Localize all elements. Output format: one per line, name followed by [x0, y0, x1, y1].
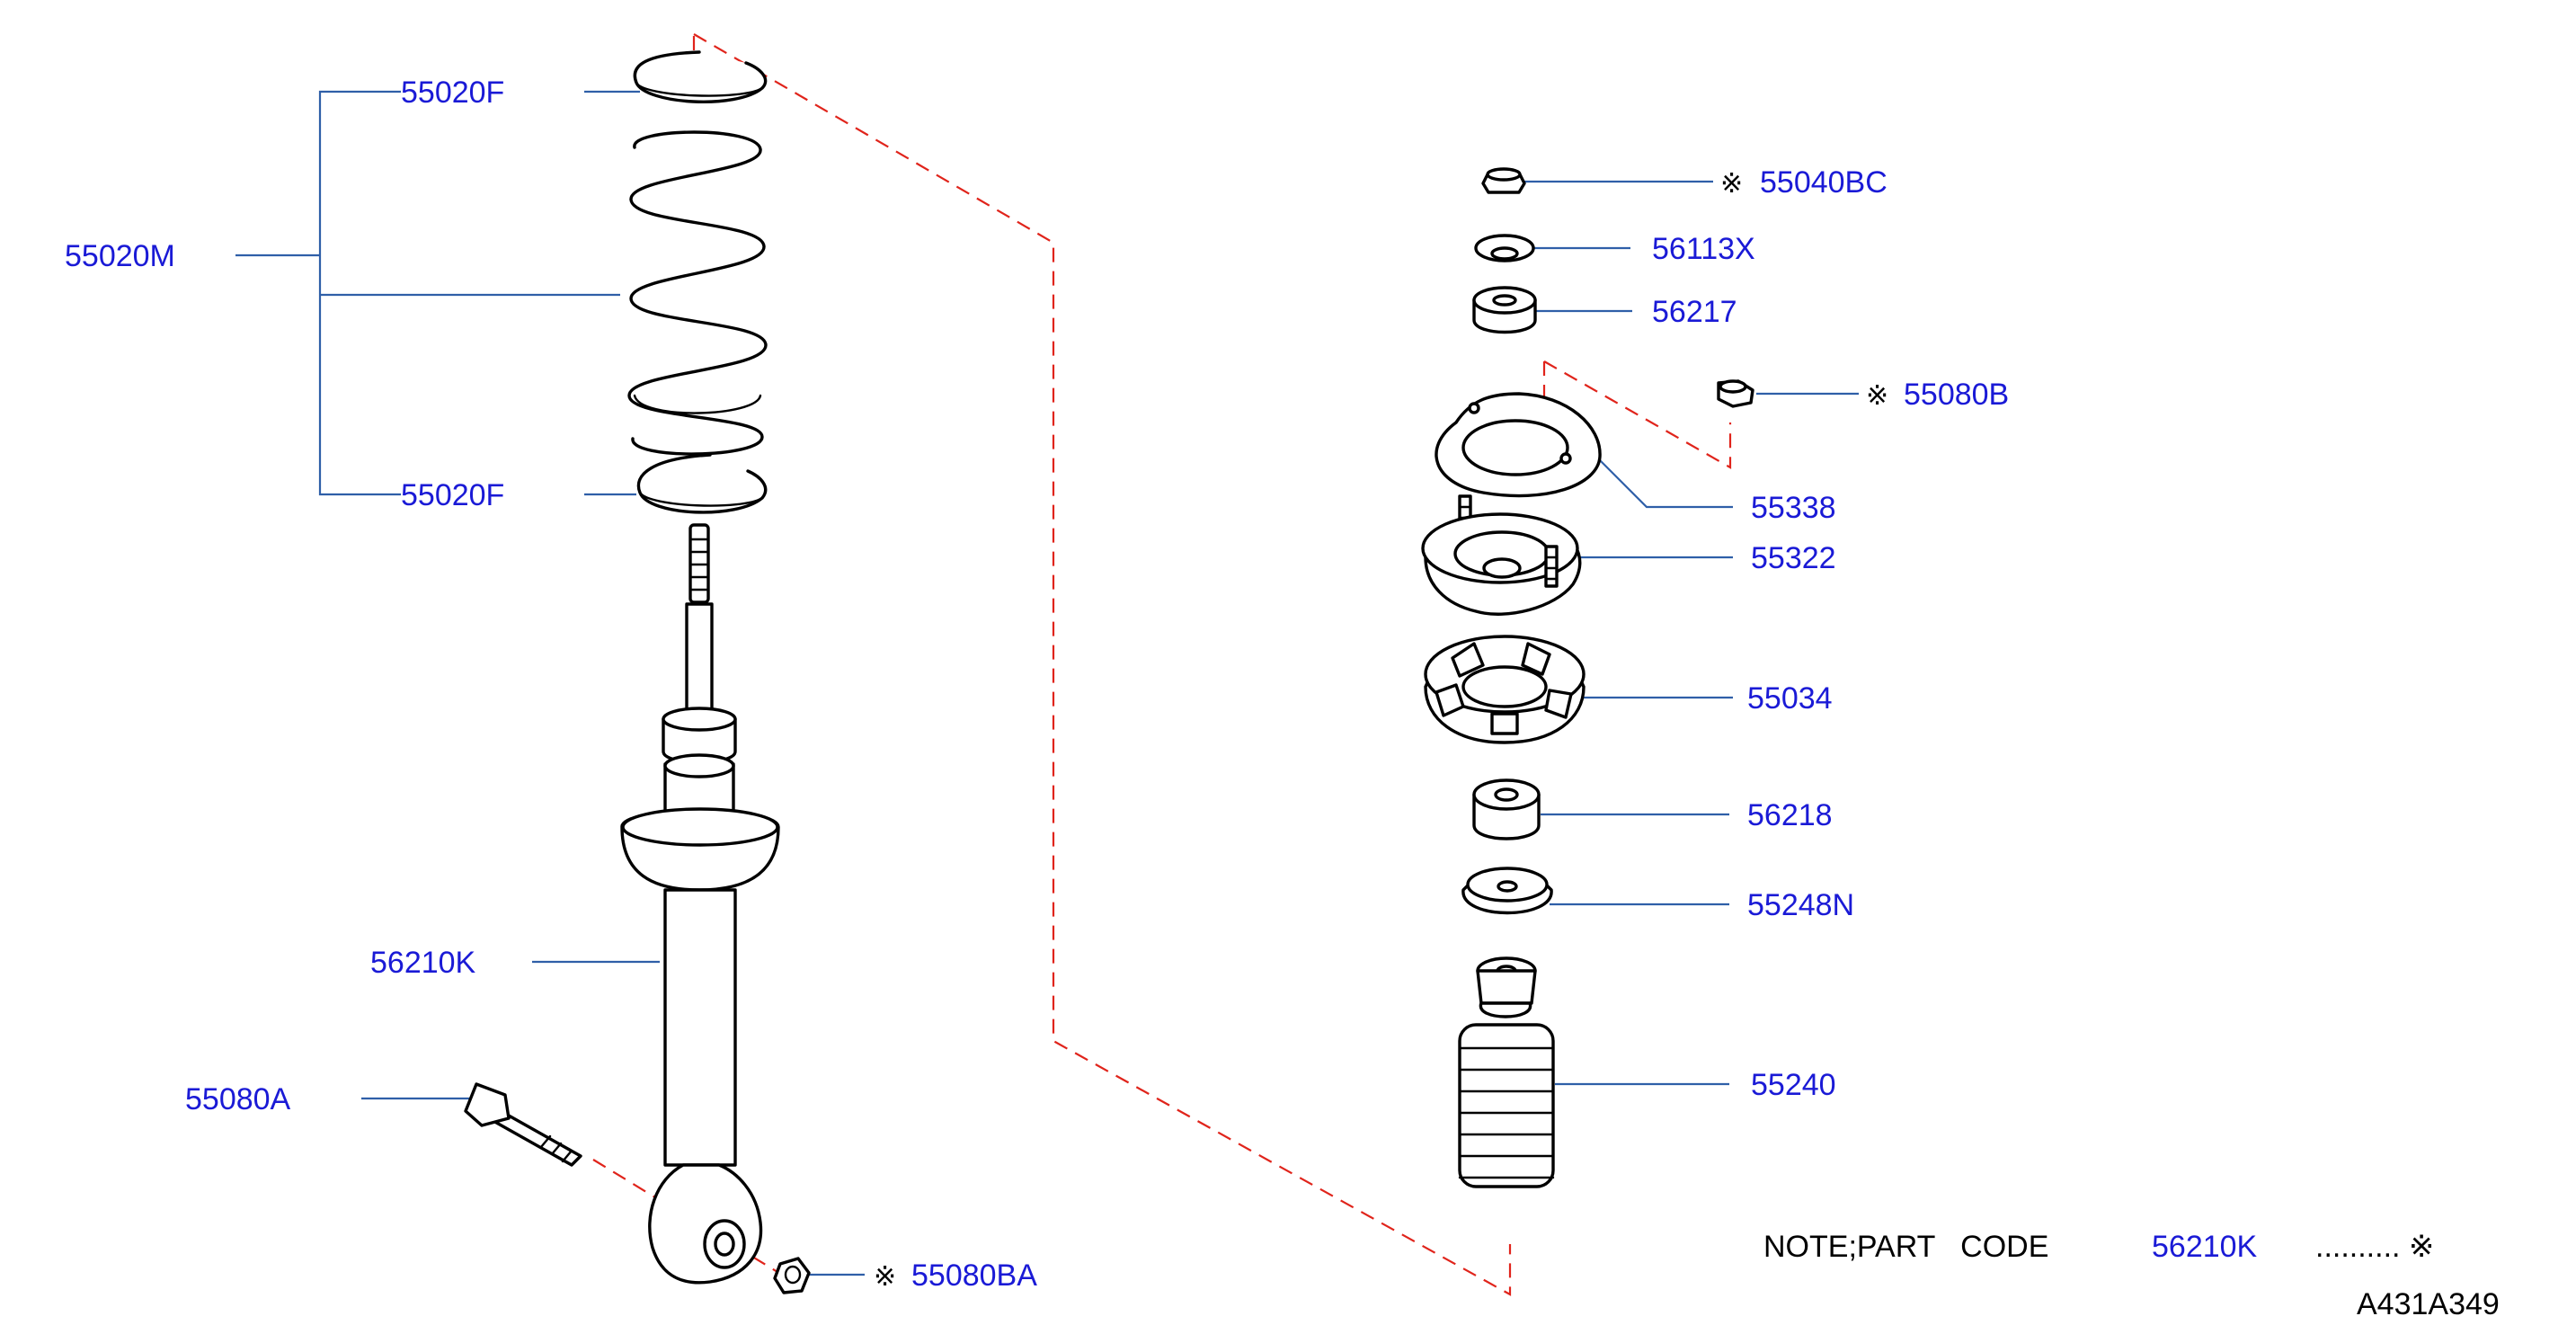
spring-seat-lower	[636, 453, 768, 514]
callout-55248N-washer[interactable]: 55248N	[1747, 888, 1854, 922]
lower-washer	[1461, 867, 1553, 915]
spring-seat-upper	[633, 50, 768, 103]
asterisk-55080B: ※	[1866, 380, 1888, 412]
callout-55338-gasket[interactable]: 55338	[1751, 491, 1836, 525]
shock-absorber	[620, 523, 780, 1285]
callout-55240-bumper[interactable]: 55240	[1751, 1068, 1836, 1102]
callout-55020F-lower-seat[interactable]: 55020F	[401, 478, 504, 512]
bound-bumper	[1458, 956, 1555, 1188]
mount-gasket	[1435, 392, 1602, 498]
callout-55080BA-nut[interactable]: 55080BA	[911, 1258, 1037, 1293]
callout-55322-mount[interactable]: 55322	[1751, 541, 1836, 575]
note-suffix: .......... ※	[2315, 1230, 2434, 1264]
leader-lines	[235, 90, 1859, 1276]
callout-55040BC-nut[interactable]: 55040BC	[1760, 165, 1888, 200]
callout-55080B-nut[interactable]: 55080B	[1904, 378, 2009, 412]
note-part-code[interactable]: 56210K	[2152, 1230, 2258, 1264]
coil-spring	[627, 130, 768, 456]
diagram-id: A431A349	[2357, 1287, 2500, 1321]
upper-nut	[1481, 167, 1526, 194]
callout-56113X-washer[interactable]: 56113X	[1652, 232, 1755, 266]
upper-bushing	[1472, 286, 1537, 334]
lower-bolt-guide	[592, 1159, 783, 1276]
strut-mount	[1421, 494, 1582, 616]
part-callouts: 55020F 55020M 55020F 56210K 55080A ※ 550…	[65, 76, 2009, 1293]
side-mount-nut	[1717, 379, 1754, 408]
lower-bushing	[1472, 778, 1541, 840]
spring-to-strut-guide	[693, 33, 1512, 1296]
jounce-bumper-seat	[1424, 635, 1586, 744]
callout-55080A-bolt[interactable]: 55080A	[185, 1082, 291, 1116]
callout-55034-seat[interactable]: 55034	[1747, 681, 1833, 716]
part-code-note: NOTE;PART CODE 56210K .......... ※	[1763, 1230, 2434, 1264]
mount-bolt-guide	[1543, 360, 1732, 469]
lower-mount-bolt	[464, 1082, 582, 1167]
callout-56217-bushing[interactable]: 56217	[1652, 295, 1737, 329]
note-prefix: NOTE;PART CODE	[1763, 1230, 2048, 1264]
lower-mount-nut	[773, 1257, 811, 1294]
upper-washer	[1474, 234, 1535, 262]
asterisk-55040BC: ※	[1720, 168, 1743, 200]
callout-55020F-upper-seat[interactable]: 55020F	[401, 76, 504, 110]
asterisk-55080BA: ※	[874, 1261, 896, 1293]
callout-55020M-spring-kit[interactable]: 55020M	[65, 239, 175, 273]
callout-56218-bushing[interactable]: 56218	[1747, 798, 1833, 832]
callout-56210K-shock-absorber[interactable]: 56210K	[370, 946, 476, 980]
